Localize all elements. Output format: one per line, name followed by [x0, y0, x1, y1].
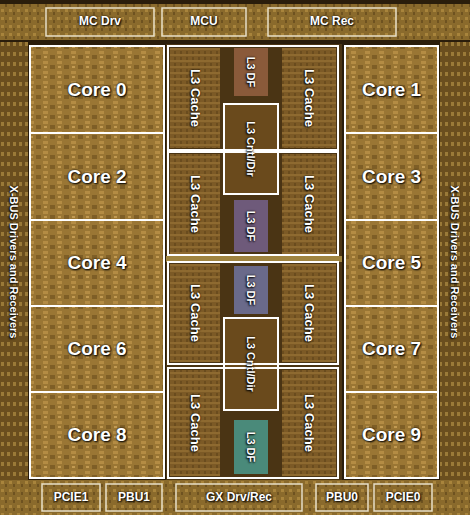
block-label: Core 0: [67, 79, 126, 100]
cache-block: L3 Cache: [170, 154, 220, 254]
block-label: L3 DF: [245, 211, 257, 242]
block-label: X-BUS Drivers and Receivers: [449, 186, 461, 339]
io-strip: X-BUS Drivers and Receivers: [2, 44, 26, 480]
core-block: Core 8: [30, 392, 164, 478]
block-label: L3 DF: [245, 275, 257, 306]
cache-block: L3 Cache: [170, 48, 220, 148]
cache-block: L3 Cache: [282, 370, 336, 476]
core-block: Core 4: [30, 220, 164, 306]
io-block: PBU1: [106, 484, 162, 511]
cache-block: L3 Cache: [282, 264, 336, 362]
block-label: Core 5: [362, 253, 421, 274]
io-block: PBU0: [316, 484, 368, 511]
block-label: Core 9: [362, 425, 421, 446]
block-label: PBU0: [326, 491, 358, 504]
block-label: PCIE0: [386, 491, 421, 504]
control-block: L3 Cntl/Dir: [224, 104, 278, 194]
block-label: GX Drv/Rec: [206, 491, 272, 504]
block-label: MC Drv: [79, 15, 121, 28]
core-block: Core 1: [345, 46, 438, 133]
cache-block: L3 Cache: [282, 48, 336, 148]
block-label: L3 Cache: [302, 284, 316, 342]
cache-block: L3 Cache: [170, 264, 220, 362]
block-label: Core 1: [362, 79, 421, 100]
core-block: Core 9: [345, 392, 438, 478]
block-label: L3 Cache: [188, 175, 202, 233]
control-block: L3 Cntl/Dir: [224, 318, 278, 410]
core-block: Core 5: [345, 220, 438, 306]
block-label: L3 Cache: [302, 69, 316, 127]
block-label: PCIE1: [54, 491, 89, 504]
core-block: Core 7: [345, 306, 438, 392]
io-block: PCIE1: [42, 484, 100, 511]
io-block: GX Drv/Rec: [176, 484, 302, 511]
bus-block: MCU: [162, 8, 246, 36]
core-block: Core 0: [30, 46, 164, 133]
block-label: MC Rec: [310, 15, 354, 28]
block-label: Core 3: [362, 166, 421, 187]
block-label: X-BUS Drivers and Receivers: [8, 186, 20, 339]
block-label: L3 Cntl/Dir: [245, 336, 257, 392]
block-label: PBU1: [118, 491, 150, 504]
bus-block: MC Drv: [46, 8, 154, 36]
cache-block: L3 DF: [234, 266, 268, 314]
core-block: Core 2: [30, 133, 164, 220]
core-block: Core 6: [30, 306, 164, 392]
block-label: L3 Cache: [188, 69, 202, 127]
io-block: PCIE0: [374, 484, 432, 511]
block-label: L3 Cache: [188, 394, 202, 452]
block-label: MCU: [190, 15, 217, 28]
block-label: L3 Cache: [302, 175, 316, 233]
block-label: Core 8: [67, 425, 126, 446]
cache-block: L3 Cache: [170, 370, 220, 476]
cache-block: L3 DF: [234, 48, 268, 96]
cache-block: L3 Cache: [282, 154, 336, 254]
io-strip: X-BUS Drivers and Receivers: [442, 44, 468, 480]
block-label: L3 Cache: [188, 284, 202, 342]
block-label: L3 DF: [245, 57, 257, 88]
block-label: L3 DF: [245, 432, 257, 463]
block-label: Core 4: [67, 253, 126, 274]
block-label: L3 Cache: [302, 394, 316, 452]
bus-block: MC Rec: [268, 8, 396, 36]
cache-block: L3 DF: [234, 200, 268, 252]
core-block: Core 3: [345, 133, 438, 220]
block-label: L3 Cntl/Dir: [245, 121, 257, 177]
cache-block: L3 DF: [234, 420, 268, 474]
block-label: Core 7: [362, 339, 421, 360]
block-label: Core 6: [67, 339, 126, 360]
block-label: Core 2: [67, 166, 126, 187]
